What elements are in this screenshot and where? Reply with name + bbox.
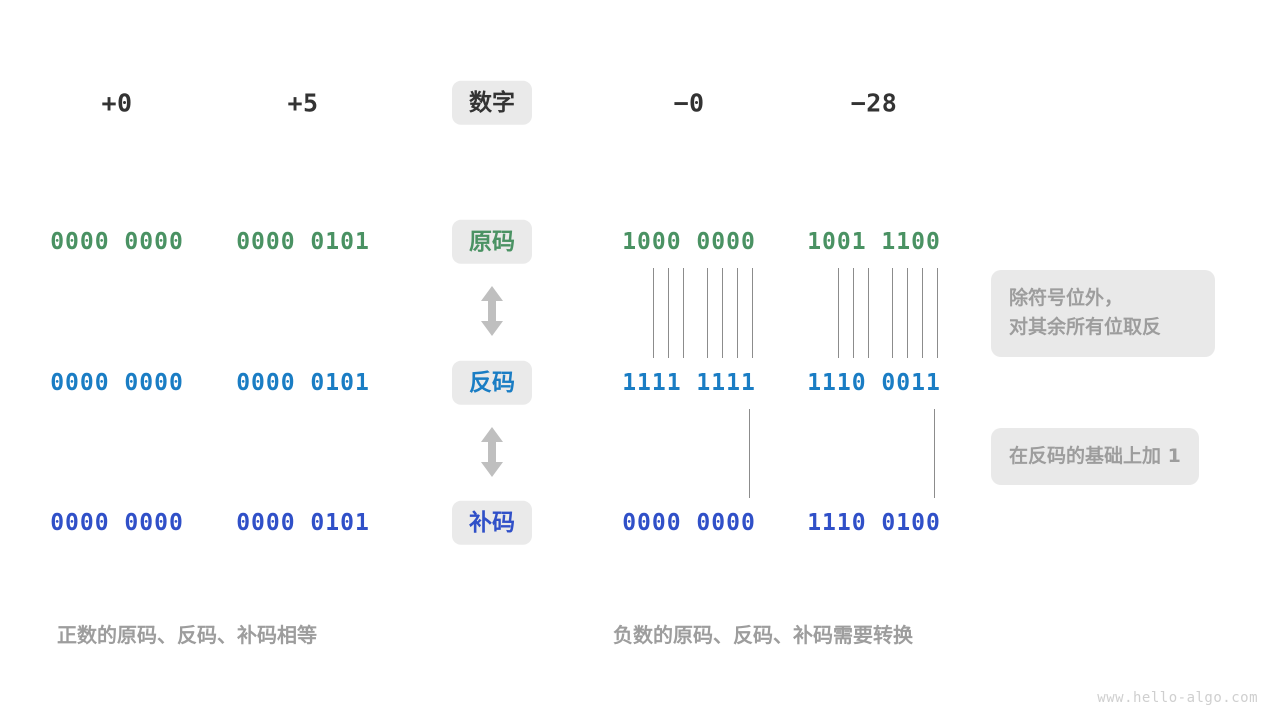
column-header-minus-twentyeight: −28	[850, 88, 898, 118]
bits-ones-complement-minus-twentyeight: 1110 0011	[807, 370, 941, 396]
invert-note: 除符号位外， 对其余所有位取反	[991, 270, 1215, 357]
bits-sign-magnitude-plus-zero: 0000 0000	[50, 229, 184, 255]
add-one-note: 在反码的基础上加 1	[991, 428, 1199, 486]
connector-line	[668, 268, 669, 358]
connector-line	[892, 268, 893, 358]
arrow-sign-magnitude-to-ones-complement	[475, 285, 509, 341]
bits-ones-complement-plus-zero: 0000 0000	[50, 370, 184, 396]
connector-line	[937, 268, 938, 358]
connector-line	[838, 268, 839, 358]
bits-twos-complement-plus-five: 0000 0101	[236, 510, 370, 536]
positive-caption: 正数的原码、反码、补码相等	[57, 623, 317, 647]
bits-ones-complement-plus-five: 0000 0101	[236, 370, 370, 396]
connector-line	[749, 409, 750, 498]
bits-twos-complement-minus-twentyeight: 1110 0100	[807, 510, 941, 536]
row-label-sign-magnitude: 原码	[452, 219, 532, 265]
connector-line	[722, 268, 723, 358]
connector-line	[907, 268, 908, 358]
connector-line	[752, 268, 753, 358]
bits-twos-complement-minus-zero: 0000 0000	[622, 510, 756, 536]
connector-line	[737, 268, 738, 358]
connector-line	[934, 409, 935, 498]
connector-line	[868, 268, 869, 358]
row-label-number: 数字	[452, 80, 532, 126]
negative-caption: 负数的原码、反码、补码需要转换	[613, 623, 913, 647]
column-header-plus-zero: +0	[101, 88, 133, 118]
column-header-minus-zero: −0	[673, 88, 705, 118]
connector-line	[707, 268, 708, 358]
connector-line	[653, 268, 654, 358]
connector-line	[683, 268, 684, 358]
row-label-ones-complement: 反码	[452, 360, 532, 406]
row-label-twos-complement: 补码	[452, 500, 532, 546]
connector-line	[922, 268, 923, 358]
bits-ones-complement-minus-zero: 1111 1111	[622, 370, 756, 396]
connector-line	[853, 268, 854, 358]
bits-sign-magnitude-minus-zero: 1000 0000	[622, 229, 756, 255]
bits-sign-magnitude-minus-twentyeight: 1001 1100	[807, 229, 941, 255]
arrow-ones-complement-to-twos-complement	[475, 426, 509, 482]
column-header-plus-five: +5	[287, 88, 319, 118]
watermark: www.hello-algo.com	[1097, 690, 1258, 706]
bits-twos-complement-plus-zero: 0000 0000	[50, 510, 184, 536]
bits-sign-magnitude-plus-five: 0000 0101	[236, 229, 370, 255]
